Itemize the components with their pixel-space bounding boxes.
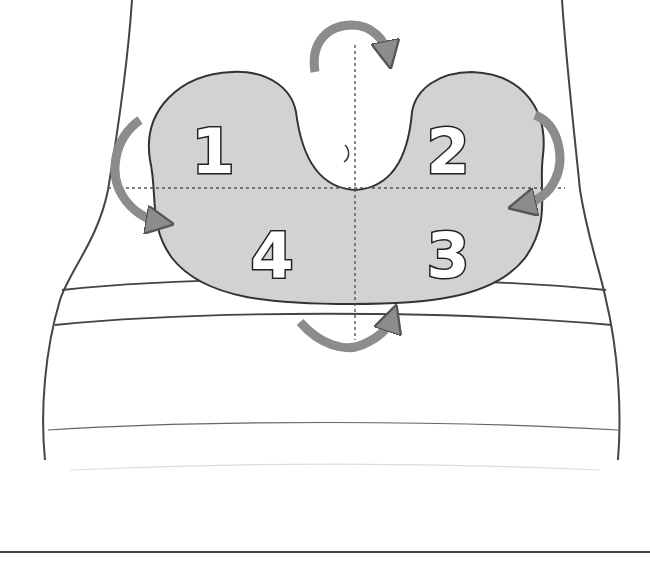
callout-number: 1 (191, 121, 234, 183)
axis-line (108, 187, 565, 188)
navel (344, 145, 349, 162)
rotation-arrows (115, 25, 560, 348)
callout-number: 4 (250, 225, 293, 287)
waistband (55, 314, 612, 325)
frame-line (0, 551, 650, 553)
body-outline (43, 0, 132, 460)
rotation-arrow (300, 318, 392, 348)
rotation-arrow (314, 25, 388, 72)
axis-line (354, 45, 355, 340)
garment-line (48, 423, 618, 431)
callout-number: 3 (426, 225, 469, 287)
treatment-area (149, 72, 544, 304)
rotation-arrow (522, 115, 560, 205)
rotation-arrow (115, 120, 160, 222)
reflection (70, 464, 600, 470)
callout-number: 2 (426, 121, 469, 183)
body-outline (562, 0, 620, 460)
